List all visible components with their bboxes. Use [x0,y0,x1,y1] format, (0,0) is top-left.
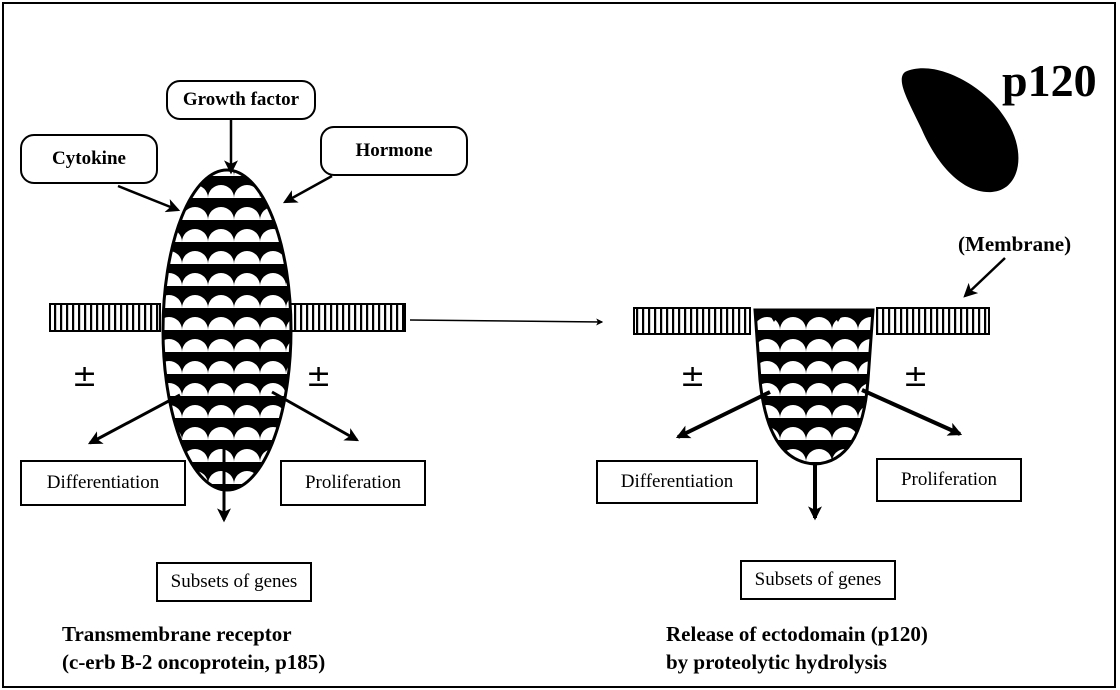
transition-arrow [410,320,602,322]
hormone-box: Hormone [320,126,468,176]
genes-label: Subsets of genes [755,569,882,591]
proliferation-box: Proliferation [876,458,1022,502]
to-proliferation-arrow [862,390,960,434]
cytokine-arrow [118,186,178,210]
differentiation-box: Differentiation [20,460,186,506]
right-caption-line-1: Release of ectodomain (p120) [666,620,928,648]
proliferation-box: Proliferation [280,460,426,506]
proliferation-label: Proliferation [901,469,997,491]
genes-box: Subsets of genes [740,560,896,600]
genes-box: Subsets of genes [156,562,312,602]
membrane-segment [634,308,750,334]
to-proliferation-arrow [272,392,357,440]
membrane-segment [50,304,160,331]
plus-minus-sign: ± [72,362,97,392]
transmembrane-receptor [163,170,291,490]
left-caption-line-2: (c-erb B-2 oncoprotein, p185) [62,648,325,676]
growth-factor-box: Growth factor [166,80,316,120]
plus-minus-sign: ± [680,362,705,392]
hormone-label: Hormone [355,140,432,162]
p120-label: p120 [1002,54,1097,107]
genes-label: Subsets of genes [171,571,298,593]
plus-minus-sign: ± [903,362,928,392]
membrane-segment [877,308,989,334]
left-caption: Transmembrane receptor (c-erb B-2 oncopr… [62,620,325,676]
right-caption: Release of ectodomain (p120) by proteoly… [666,620,928,676]
to-differentiation-arrow [678,392,770,437]
membrane-label: (Membrane) [958,232,1071,257]
membrane-segment [287,304,405,331]
differentiation-label: Differentiation [621,471,734,493]
cytokine-label: Cytokine [52,148,126,170]
p120-ectodomain-shape [902,68,1019,192]
hormone-arrow [285,176,332,202]
membrane-pointer-arrow [965,258,1005,296]
remaining-receptor [750,305,880,470]
to-differentiation-arrow [90,395,180,443]
right-caption-line-2: by proteolytic hydrolysis [666,648,928,676]
differentiation-box: Differentiation [596,460,758,504]
growth-factor-label: Growth factor [183,89,299,111]
cytokine-box: Cytokine [20,134,158,184]
proliferation-label: Proliferation [305,472,401,494]
differentiation-label: Differentiation [47,472,160,494]
left-caption-line-1: Transmembrane receptor [62,620,325,648]
plus-minus-sign: ± [306,362,331,392]
